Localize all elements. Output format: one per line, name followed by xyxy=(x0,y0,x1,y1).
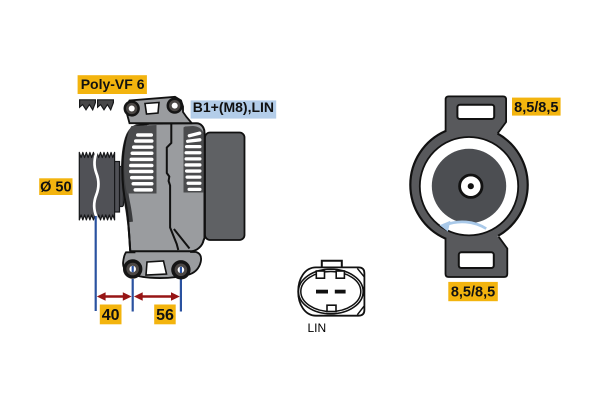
svg-text:Ø 50: Ø 50 xyxy=(40,180,71,196)
svg-text:B1+(M8),LIN: B1+(M8),LIN xyxy=(193,99,274,115)
svg-text:8,5/8,5: 8,5/8,5 xyxy=(514,100,558,116)
svg-text:LIN: LIN xyxy=(308,321,327,335)
svg-text:40: 40 xyxy=(102,307,120,324)
svg-text:Poly-VF 6: Poly-VF 6 xyxy=(81,76,145,92)
svg-text:56: 56 xyxy=(156,307,174,324)
svg-text:8,5/8,5: 8,5/8,5 xyxy=(451,285,495,301)
